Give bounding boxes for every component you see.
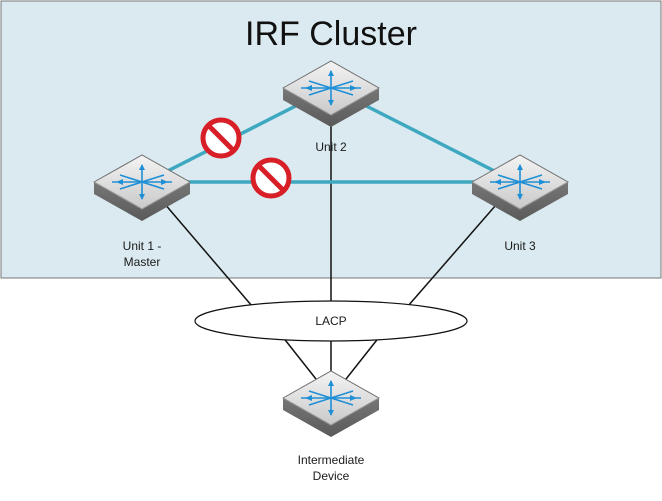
no-entry-icon bbox=[250, 157, 292, 199]
cluster-title: IRF Cluster bbox=[245, 15, 417, 53]
unit2-label: Unit 2 bbox=[315, 140, 347, 154]
intermediate-device-switch[interactable]: switch-icon bbox=[282, 370, 380, 438]
no-entry-icon bbox=[200, 117, 242, 159]
intermediate-device-label: Intermediate Device bbox=[297, 453, 365, 483]
lacp-label: LACP bbox=[315, 314, 347, 328]
unit1-label: Unit 1 - Master bbox=[122, 239, 162, 269]
lacp-group bbox=[194, 300, 468, 342]
unit3-label: Unit 3 bbox=[504, 239, 536, 253]
